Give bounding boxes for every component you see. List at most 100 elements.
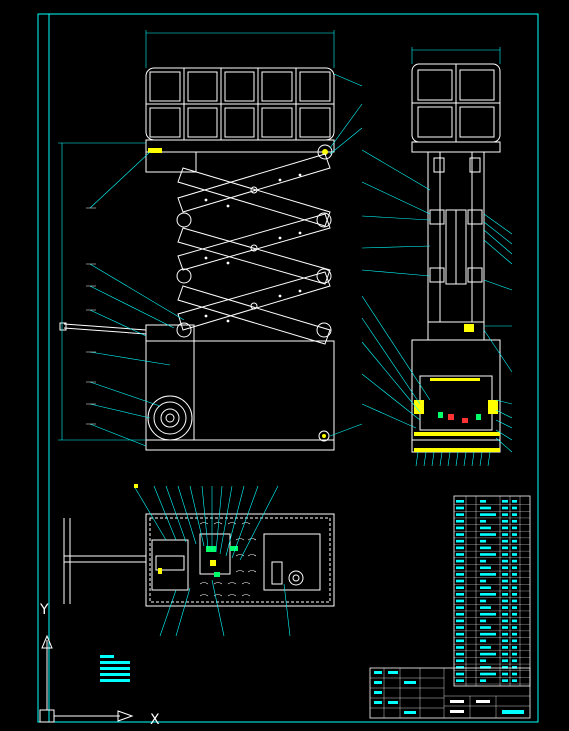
parts-row-cell bbox=[502, 632, 508, 636]
parts-row-cell bbox=[512, 519, 517, 523]
parts-row-cell bbox=[480, 659, 486, 663]
parts-row-cell bbox=[502, 592, 508, 596]
parts-row-cell bbox=[512, 579, 517, 583]
parts-row-cell bbox=[512, 659, 517, 663]
parts-row-cell bbox=[456, 513, 464, 516]
parts-row-cell bbox=[502, 559, 508, 563]
parts-row-cell bbox=[502, 566, 508, 570]
parts-list-table bbox=[453, 495, 531, 687]
vent-pattern bbox=[199, 522, 257, 597]
parts-row-cell bbox=[512, 619, 517, 623]
plan-view bbox=[63, 484, 335, 637]
parts-row-cell bbox=[502, 506, 508, 510]
parts-row-cell bbox=[480, 679, 486, 683]
ucs-x-label: X bbox=[150, 712, 160, 728]
parts-row-cell bbox=[502, 666, 508, 669]
parts-row-cell bbox=[480, 526, 491, 530]
parts-row-cell bbox=[502, 639, 508, 643]
parts-row-cell bbox=[512, 586, 517, 590]
parts-row-cell bbox=[512, 672, 517, 676]
parts-row-cell bbox=[480, 586, 491, 590]
ucs-axis-icon: X Y bbox=[39, 602, 160, 728]
parts-row-cell bbox=[456, 612, 464, 616]
parts-row-cell bbox=[512, 592, 517, 596]
parts-row-cell bbox=[502, 499, 508, 503]
parts-row-cell bbox=[502, 579, 508, 583]
parts-row-cell bbox=[456, 632, 464, 636]
parts-row-cell bbox=[502, 646, 508, 649]
parts-row-cell bbox=[512, 513, 517, 516]
parts-row-cell bbox=[502, 586, 508, 590]
parts-row-cell bbox=[480, 539, 486, 543]
parts-row-cell bbox=[480, 592, 496, 596]
parts-list-rows bbox=[454, 499, 530, 685]
parts-row-cell bbox=[512, 566, 517, 570]
parts-row-cell bbox=[480, 573, 496, 576]
drawing-frame bbox=[37, 13, 539, 723]
parts-row-cell bbox=[456, 606, 464, 609]
parts-row-cell bbox=[480, 599, 486, 603]
parts-row-cell bbox=[502, 513, 508, 516]
title-block bbox=[369, 667, 531, 719]
parts-row-cell bbox=[456, 666, 464, 669]
parts-row-cell bbox=[456, 659, 464, 663]
parts-row-cell bbox=[502, 599, 508, 603]
parts-row-cell bbox=[502, 553, 508, 556]
parts-row-cell bbox=[502, 539, 508, 543]
parts-row-cell bbox=[480, 626, 491, 629]
parts-row-cell bbox=[456, 559, 464, 563]
parts-row-cell bbox=[502, 519, 508, 523]
parts-row-cell bbox=[480, 566, 491, 570]
parts-row-cell bbox=[502, 626, 508, 629]
parts-row-cell bbox=[512, 612, 517, 616]
parts-row-cell bbox=[502, 606, 508, 609]
parts-row-cell bbox=[456, 592, 464, 596]
parts-row-cell bbox=[456, 599, 464, 603]
parts-row-cell bbox=[456, 573, 464, 576]
parts-row-cell bbox=[480, 579, 486, 583]
parts-row-cell bbox=[480, 519, 486, 523]
parts-row-cell bbox=[512, 506, 517, 510]
parts-row-cell bbox=[512, 553, 517, 556]
parts-row-cell bbox=[512, 499, 517, 503]
parts-row-cell bbox=[456, 519, 464, 523]
parts-row-cell bbox=[456, 533, 464, 536]
parts-row-cell bbox=[502, 533, 508, 536]
parts-row-cell bbox=[480, 652, 496, 656]
parts-row-cell bbox=[512, 573, 517, 576]
parts-row-cell bbox=[456, 526, 464, 530]
parts-row-cell bbox=[502, 526, 508, 530]
parts-row-cell bbox=[502, 546, 508, 550]
ucs-y-label: Y bbox=[39, 602, 49, 618]
parts-row-cell bbox=[480, 546, 491, 550]
parts-row-cell bbox=[502, 652, 508, 656]
front-elevation-view bbox=[58, 30, 363, 451]
parts-row-cell bbox=[512, 539, 517, 543]
parts-row-cell bbox=[502, 619, 508, 623]
parts-row-cell bbox=[512, 679, 517, 683]
parts-row-cell bbox=[456, 539, 464, 543]
parts-row-cell bbox=[480, 666, 491, 669]
parts-row-cell bbox=[512, 666, 517, 669]
parts-row-cell bbox=[480, 499, 486, 503]
technical-notes bbox=[100, 655, 130, 682]
parts-row-cell bbox=[480, 639, 486, 643]
parts-row-cell bbox=[456, 586, 464, 590]
parts-row-cell bbox=[456, 506, 464, 510]
parts-row-cell bbox=[512, 652, 517, 656]
parts-row-cell bbox=[456, 679, 464, 683]
parts-row-cell bbox=[456, 499, 464, 503]
parts-row-cell bbox=[480, 513, 496, 516]
parts-row-cell bbox=[456, 619, 464, 623]
parts-row-cell bbox=[512, 606, 517, 609]
parts-row-cell bbox=[456, 646, 464, 649]
parts-row-cell bbox=[480, 612, 496, 616]
side-elevation-view bbox=[361, 47, 513, 467]
parts-row-cell bbox=[456, 626, 464, 629]
parts-row-cell bbox=[480, 632, 496, 636]
parts-row-cell bbox=[512, 599, 517, 603]
parts-row-cell bbox=[480, 646, 491, 649]
parts-row-cell bbox=[512, 646, 517, 649]
parts-row-cell bbox=[502, 659, 508, 663]
parts-row-cell bbox=[480, 619, 486, 623]
